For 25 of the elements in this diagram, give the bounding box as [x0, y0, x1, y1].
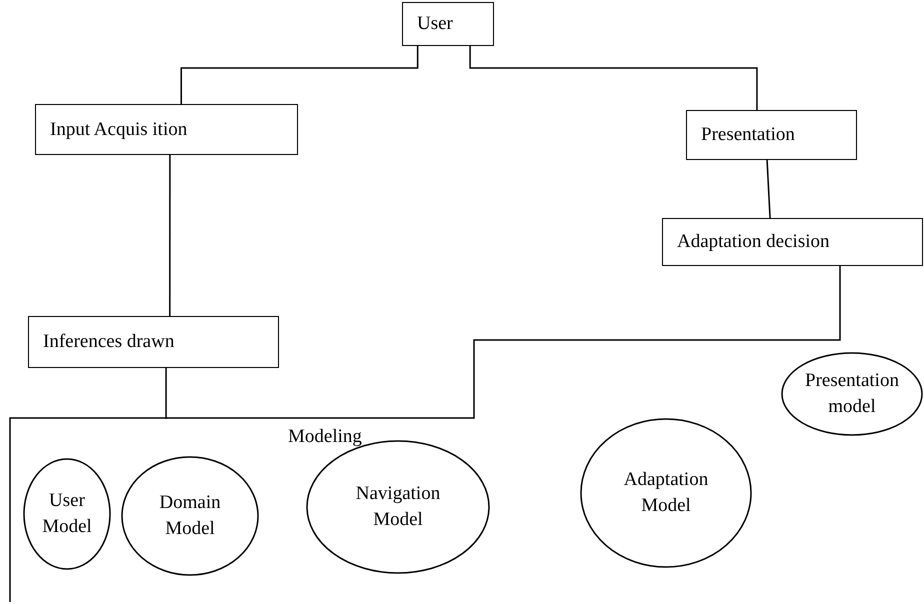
- model-ellipse: [121, 456, 259, 576]
- node-label: Navigation Model: [354, 482, 442, 532]
- model-ellipse: [580, 418, 752, 568]
- node-label: Adaptation decision: [677, 231, 830, 253]
- connector-line: [165, 266, 841, 419]
- node-label: Domain Model: [158, 491, 222, 541]
- process-box: [402, 2, 494, 46]
- connector-line: [469, 46, 758, 110]
- node-label: Presentation model: [804, 369, 900, 419]
- node-label: Input Acquis ition: [50, 118, 188, 140]
- connector-line: [169, 155, 171, 316]
- group-label: Modeling: [288, 426, 362, 448]
- process-box: [28, 316, 279, 368]
- node-label: User Model: [41, 489, 93, 539]
- process-box: [662, 218, 923, 266]
- model-ellipse: [781, 352, 923, 436]
- model-ellipse: [23, 458, 111, 570]
- node-label: Adaptation Model: [622, 468, 710, 518]
- connector-line: [180, 46, 418, 104]
- process-box: [35, 104, 298, 155]
- process-box: [686, 110, 857, 160]
- node-label: Inferences drawn: [43, 331, 174, 353]
- node-label: User: [417, 13, 453, 35]
- connector-line: [766, 160, 771, 218]
- node-label: Presentation: [701, 124, 795, 146]
